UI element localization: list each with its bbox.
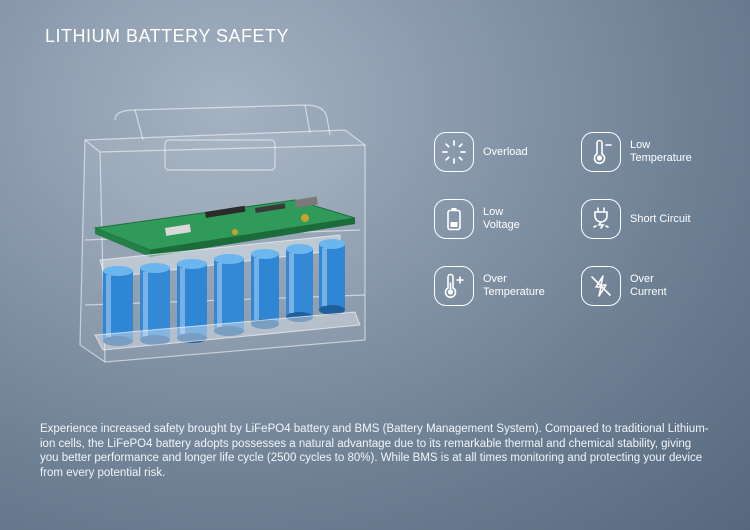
feature-label: Overload	[483, 145, 528, 158]
feature-over-current: Over Current	[581, 266, 710, 306]
feature-over-temperature: Over Temperature	[434, 266, 563, 306]
feature-low-temperature: Low Temperature	[581, 132, 710, 172]
feature-label: Low Voltage	[483, 206, 520, 231]
low-temperature-icon	[581, 132, 621, 172]
feature-label: Short Circuit	[630, 212, 691, 225]
feature-short-circuit: Short Circuit	[581, 199, 710, 239]
feature-label: Over Current	[630, 273, 667, 298]
over-temperature-icon	[434, 266, 474, 306]
battery-pack-illustration	[79, 104, 366, 363]
feature-label: Low Temperature	[630, 139, 692, 164]
overload-icon	[434, 132, 474, 172]
feature-overload: Overload	[434, 132, 563, 172]
short-circuit-icon	[581, 199, 621, 239]
feature-low-voltage: Low Voltage	[434, 199, 563, 239]
low-voltage-icon	[434, 199, 474, 239]
description-text: Experience increased safety brought by L…	[40, 423, 709, 479]
over-current-icon	[581, 266, 621, 306]
feature-label: Over Temperature	[483, 273, 545, 298]
page-title: LITHIUM BATTERY SAFETY	[45, 26, 290, 46]
